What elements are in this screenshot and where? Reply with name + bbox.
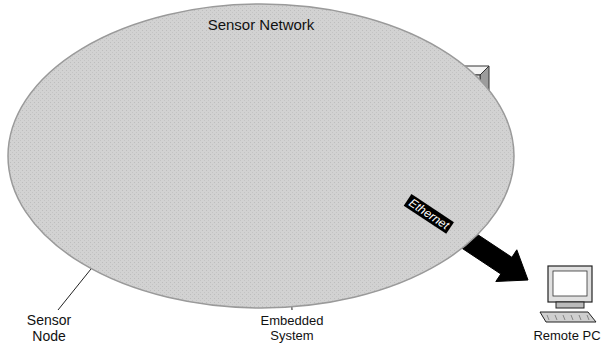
callout-label: Sensor Node [14, 312, 84, 344]
remote-pc-node: Remote PC [528, 258, 606, 346]
embedded-system-node: Embedded System [255, 92, 329, 346]
node-caption: Embedded System [255, 314, 329, 344]
pc-icon [540, 266, 596, 322]
network-region: Sensor NetworkEmbedded System [6, 2, 516, 310]
region-outline [6, 2, 516, 310]
node-caption: Remote PC [528, 329, 606, 344]
region-title: Sensor Network [6, 16, 516, 33]
